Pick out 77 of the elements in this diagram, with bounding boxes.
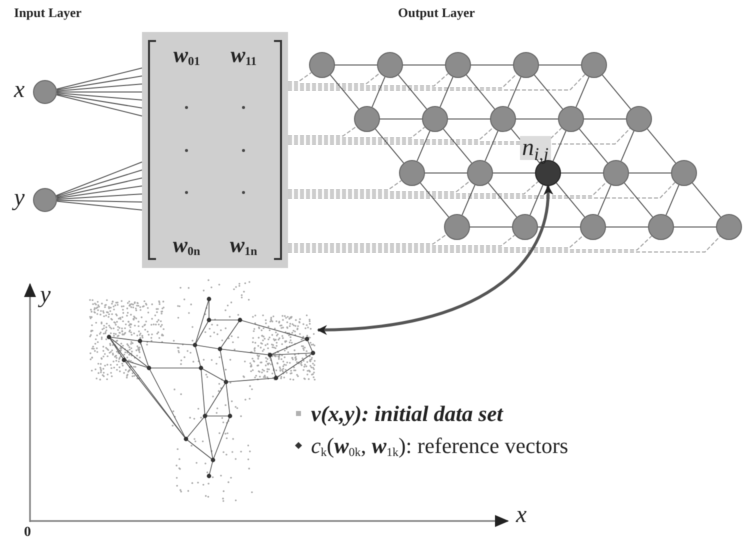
weight-entry: w$_{01}$ [173,44,200,66]
weight-entry: w$_{1n}$ [230,234,258,256]
connection-line [288,236,720,252]
connection-line [330,74,360,110]
layer-heading: Input Layer [14,6,82,19]
connection-line [466,74,496,110]
connection-line [402,64,446,66]
variable-label: y [14,186,25,210]
connection-line [288,235,584,248]
connection-line [508,76,522,108]
layer-heading: Output Layer [398,6,475,19]
connection-line [620,130,634,162]
connection-line [598,184,612,216]
connection-line [534,74,564,110]
connection-line [538,226,580,228]
connection-line [288,126,426,138]
connection-line [576,76,590,108]
connection-line [692,182,722,218]
connection-line [288,74,518,88]
axis-label: 0 [24,526,31,540]
weight-entry: w$_{11}$ [230,44,257,66]
connection-line [578,128,608,164]
connection-line [56,68,142,116]
connection-line [484,130,498,162]
connection-line [288,127,494,140]
connection-line [448,118,490,120]
connection-line [674,226,716,228]
connection-line [288,180,470,192]
weight-entry: w$_{0n}$ [172,234,200,256]
connection-line [538,64,582,66]
connection-line [288,128,562,142]
connection-line [288,234,516,246]
connection-line [470,226,512,228]
weight-matrix [142,32,288,268]
connection-line [288,181,539,194]
connection-line [646,128,676,164]
connection-line [288,72,312,82]
connection-line [420,182,450,218]
connection-line [606,226,648,228]
curved-arrow [317,185,553,335]
connection-line [666,184,680,216]
legend-text: c$_{k}$(w$_{0k}$, w$_{1k}$): reference vectors [311,432,568,459]
connection-line [288,128,630,144]
connection-line [462,184,476,216]
connection-line [372,76,386,108]
connection-line [440,76,454,108]
variable-label: x [14,78,25,102]
connection-line [424,172,468,174]
connection-line [584,118,626,120]
connection-line [602,74,632,110]
connection-line [288,182,676,198]
connection-line [288,182,608,196]
connection-line [488,182,518,218]
connection-line [628,172,672,174]
connection-line [334,64,378,66]
connection-line [470,64,514,66]
axis-label: x [516,503,527,527]
connection-line [288,180,402,190]
connection-line [416,130,430,162]
connection-line [288,73,449,86]
connection-line [516,118,558,120]
connection-line [288,74,586,90]
axis-label: y [40,283,51,307]
connection-line [492,172,536,174]
connection-line [552,130,566,162]
legend-text: v(x,y): initial data set [311,400,503,428]
connection-line [442,128,472,164]
connection-line [398,74,428,110]
connection-line [624,182,654,218]
connection-line [380,118,422,120]
connection-line [374,128,404,164]
connection-line [560,172,604,174]
connection-line [556,182,586,218]
connection-line [530,184,544,216]
connection-line [56,162,142,210]
connection-line [288,72,380,84]
connection-line [288,236,652,250]
